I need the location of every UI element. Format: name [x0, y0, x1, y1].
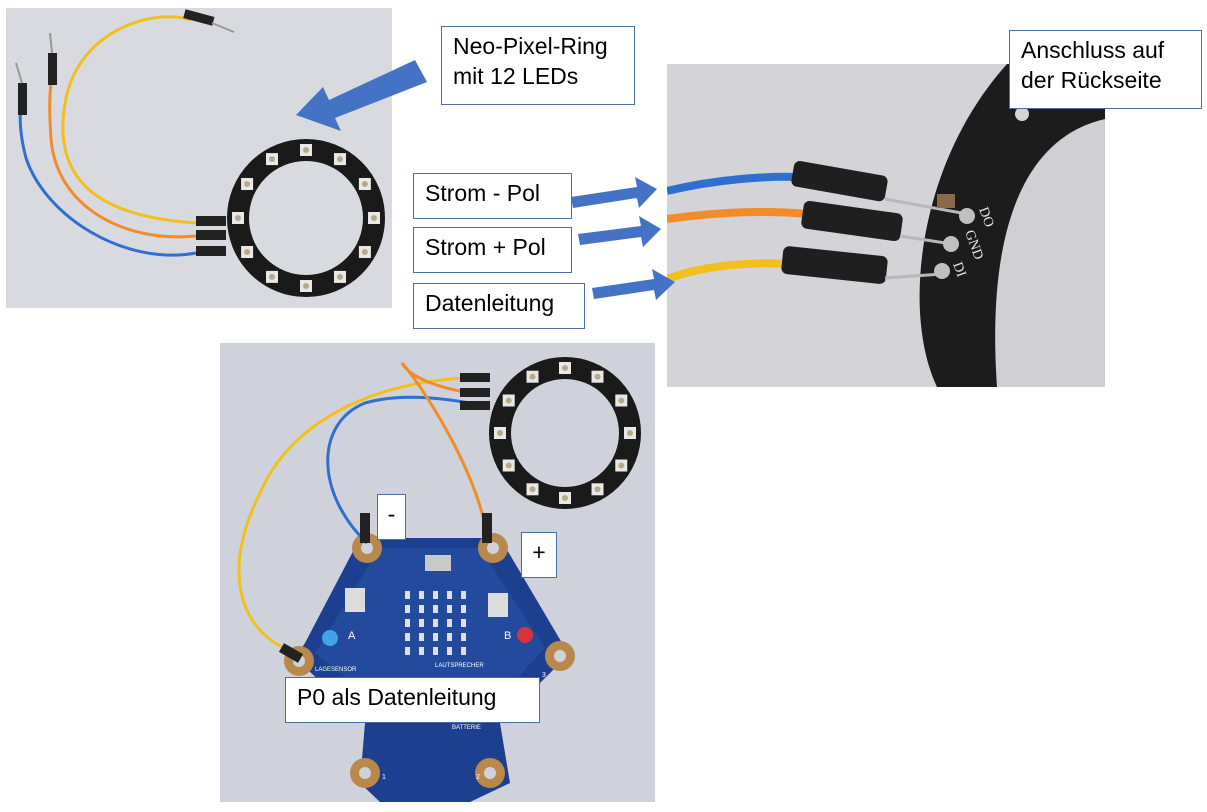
label-plus: +	[521, 532, 557, 578]
label-p0-data-line: P0 als Datenleitung	[285, 677, 540, 723]
led-chip	[627, 430, 633, 436]
matrix-led	[447, 619, 452, 627]
pcb-label-sensor: LAGESENSOR	[315, 667, 357, 673]
label-data-line: Datenleitung	[413, 283, 585, 329]
led-chip	[303, 283, 309, 289]
matrix-led	[433, 647, 438, 655]
matrix-led	[433, 633, 438, 641]
matrix-led	[419, 647, 424, 655]
pcb-label-pad-1: 1	[382, 774, 386, 781]
led-ring	[489, 357, 641, 509]
matrix-led	[433, 619, 438, 627]
matrix-led	[447, 633, 452, 641]
matrix-led	[461, 619, 466, 627]
led-chip	[562, 365, 568, 371]
led-chip	[371, 215, 377, 221]
matrix-led	[405, 633, 410, 641]
led-chip	[269, 273, 275, 280]
label-minus: -	[377, 494, 406, 540]
matrix-led	[405, 647, 410, 655]
pcb-label-button-b: B	[504, 630, 511, 642]
led-chip	[337, 273, 343, 280]
arrow-plus-pole	[578, 216, 661, 247]
matrix-led	[405, 591, 410, 599]
led-chip	[594, 486, 601, 493]
led-chip	[505, 462, 512, 469]
matrix-led	[447, 605, 452, 613]
matrix-led	[447, 591, 452, 599]
label-plus-pole: Strom + Pol	[413, 227, 572, 273]
led-chip	[505, 397, 512, 404]
led-chip	[529, 373, 536, 380]
matrix-led	[419, 605, 424, 613]
pcb-label-pad-2: 2	[476, 774, 480, 781]
contact-pads	[284, 533, 575, 788]
led-chip	[618, 397, 625, 404]
matrix-led	[419, 633, 424, 641]
pcb-label-battery: BATTERIE	[452, 725, 481, 731]
matrix-led	[433, 605, 438, 613]
matrix-led	[461, 605, 466, 613]
wire-orange	[400, 361, 490, 544]
arrow-data-line	[592, 269, 675, 300]
matrix-led	[461, 591, 466, 599]
matrix-led	[447, 647, 452, 655]
matrix-led	[405, 605, 410, 613]
wire-blue	[326, 395, 471, 545]
led-chip	[562, 495, 568, 501]
matrix-led	[419, 619, 424, 627]
matrix-led	[419, 591, 424, 599]
led-ring	[227, 139, 385, 297]
led-chip	[269, 156, 275, 163]
label-neopixel-ring: Neo-Pixel-Ring mit 12 LEDs	[441, 26, 635, 105]
led-chip	[594, 373, 601, 380]
arrow-minus-pole	[571, 177, 657, 208]
wire-blue	[667, 172, 798, 195]
photo-calliope-board: A B LAGESENSOR LAUTSPRECHER BATTERIE 1 2…	[220, 343, 655, 802]
label-minus-pole: Strom - Pol	[413, 173, 572, 219]
pcb-label-pad-3: 3	[542, 672, 546, 679]
pcb-label-speaker: LAUTSPRECHER	[435, 663, 484, 669]
wire-yellow	[61, 15, 197, 225]
pcb-label-di: DI	[949, 260, 968, 279]
matrix-led	[461, 633, 466, 641]
wire-orange	[48, 67, 197, 239]
wire-orange	[667, 207, 808, 223]
led-chip	[361, 181, 368, 187]
led-chip	[235, 215, 241, 221]
led-chip	[361, 249, 368, 255]
wire-yellow	[667, 259, 788, 283]
led-chip	[529, 486, 536, 493]
led-chip	[618, 462, 625, 469]
label-backside-connection: Anschluss auf der Rückseite	[1009, 30, 1202, 109]
matrix-led	[433, 591, 438, 599]
led-chip	[497, 430, 503, 436]
pcb-label-button-a: A	[348, 630, 356, 642]
led-chip	[244, 181, 251, 187]
photo-neopixel-ring	[6, 8, 392, 308]
wire-blue	[18, 102, 197, 257]
led-chip	[303, 147, 309, 153]
led-chip	[337, 156, 343, 163]
pcb-label-do: DO	[975, 205, 996, 229]
wire-yellow	[237, 376, 466, 655]
matrix-led	[405, 619, 410, 627]
led-chip	[244, 249, 251, 255]
matrix-led	[461, 647, 466, 655]
photo-backside-connection: DO GND DI	[667, 64, 1105, 387]
